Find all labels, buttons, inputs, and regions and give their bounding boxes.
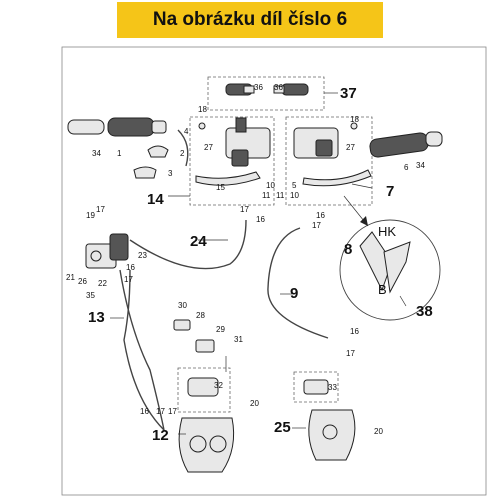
- callout-27b: 27: [346, 143, 355, 152]
- part-38-detail: [339, 195, 441, 321]
- callout-16e: 16: [140, 407, 149, 416]
- callout-10a: 10: [266, 181, 275, 190]
- callout-21: 21: [66, 273, 75, 282]
- callout-24: 24: [190, 233, 207, 250]
- callout-33: 33: [328, 383, 337, 392]
- callout-12: 12: [152, 427, 169, 444]
- page-banner: Na obrázku díl číslo 6: [117, 2, 383, 38]
- callout-9: 9: [290, 285, 298, 302]
- callout-17g: 17: [168, 407, 177, 416]
- callout-8: 8: [344, 241, 352, 258]
- part-left-grip: [67, 117, 189, 179]
- callout-36a: 36: [254, 83, 263, 92]
- part-master-cylinder: [85, 233, 129, 269]
- callout-10b: 10: [290, 191, 299, 200]
- callout-13: 13: [88, 309, 105, 326]
- callout-16c: 16: [126, 263, 135, 272]
- part-13-cable-b: [123, 269, 165, 431]
- part-25-caliper: [293, 371, 356, 461]
- callout-30: 30: [178, 301, 187, 310]
- callout-4: 4: [184, 127, 189, 136]
- callout-27a: 27: [204, 143, 213, 152]
- callout-20a: 20: [250, 399, 259, 408]
- callout-17a: 17: [96, 205, 105, 214]
- callout-3: 3: [168, 169, 173, 178]
- callout-17e: 17: [346, 349, 355, 358]
- callout-6: 6: [404, 163, 409, 172]
- part-small-brackets: [173, 319, 227, 372]
- part-14-left-lever: [189, 116, 275, 206]
- callout-18a: 18: [198, 105, 207, 114]
- callout-1: 1: [117, 149, 122, 158]
- callout-2: 2: [180, 149, 185, 158]
- part-12-caliper: [177, 367, 235, 473]
- callout-29: 29: [216, 325, 225, 334]
- callout-35: 35: [86, 291, 95, 300]
- callout-11a: 11: [262, 191, 271, 200]
- callout-32: 32: [214, 381, 223, 390]
- callout-5: 5: [292, 181, 297, 190]
- callout-17c: 17: [312, 221, 321, 230]
- callout-23: 23: [138, 251, 147, 260]
- callout-34b: 34: [416, 161, 425, 170]
- banner-text: Na obrázku díl číslo 6: [152, 9, 348, 30]
- callout-17b: 17: [240, 205, 249, 214]
- part-6-right-grip: [369, 131, 443, 158]
- callout-17d: 17: [124, 275, 133, 284]
- callout-16a: 16: [256, 215, 265, 224]
- callout-11b: 11: [276, 191, 285, 200]
- part-13-cable: [119, 269, 165, 431]
- part-24-cable: [129, 219, 247, 270]
- callout-22: 22: [98, 279, 107, 288]
- callout-14: 14: [147, 191, 164, 208]
- part-37-bar-ends: [207, 76, 338, 111]
- callout-20b: 20: [374, 427, 383, 436]
- callout-18b: 18: [350, 115, 359, 124]
- part-9-cable: [267, 227, 329, 339]
- callout-15: 15: [216, 183, 225, 192]
- callout-38: 38: [416, 303, 433, 320]
- callout-19: 19: [86, 211, 95, 220]
- callout-17f: 17: [156, 407, 165, 416]
- callout-26: 26: [78, 277, 87, 286]
- callout-37: 37: [340, 85, 357, 102]
- callout-7: 7: [386, 183, 394, 200]
- part-7-right-lever: [285, 116, 373, 206]
- callout-16b: 16: [316, 211, 325, 220]
- callout-25: 25: [274, 419, 291, 436]
- callout-28: 28: [196, 311, 205, 320]
- diagram-frame: [61, 46, 487, 496]
- callout-HK: HK: [378, 224, 396, 239]
- callout-34a: 34: [92, 149, 101, 158]
- callout-16d: 16: [350, 327, 359, 336]
- leader-lines: [110, 183, 407, 435]
- callout-31: 31: [234, 335, 243, 344]
- callout-36b: 36: [274, 83, 283, 92]
- callout-B: B: [378, 282, 387, 297]
